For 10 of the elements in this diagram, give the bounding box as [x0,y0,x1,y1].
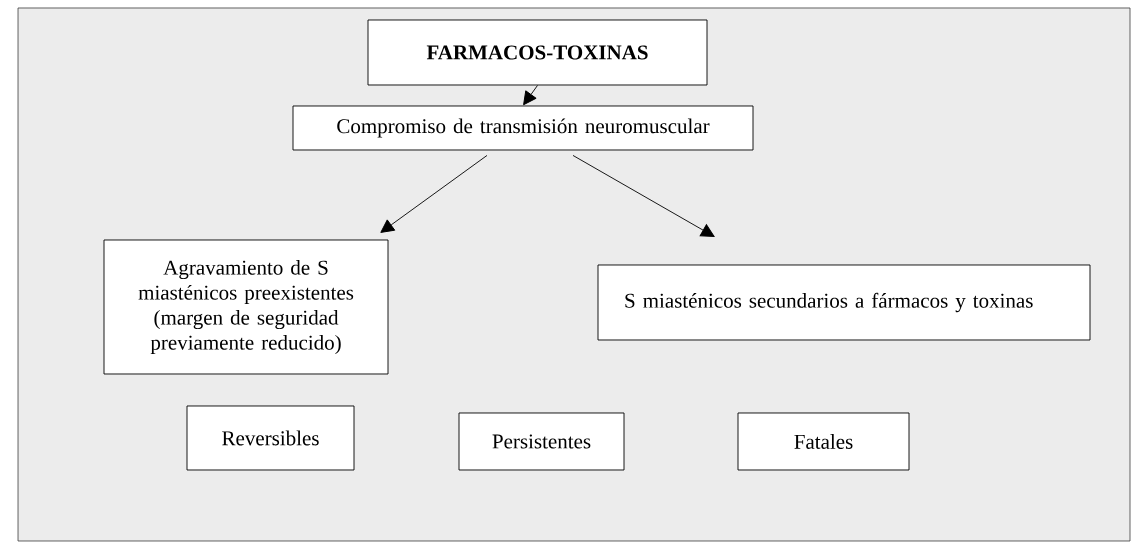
text-box: Reversibles [186,405,355,471]
arrow [380,155,488,233]
arrow [523,85,538,106]
text-box: Fatales [737,412,910,471]
arrow [572,155,715,237]
text-box: S miasténicos secundarios a fármacos y toxinas [597,264,1091,341]
text-box: Agravamiento de S miasténicos preexistentes (margen de seguridad previamente reducido) [103,239,389,375]
text-box: Compromiso de transmisión neuromuscular [292,105,754,151]
text-box: FARMACOS-TOXINAS [367,19,708,86]
text-box: Persistentes [458,412,625,471]
